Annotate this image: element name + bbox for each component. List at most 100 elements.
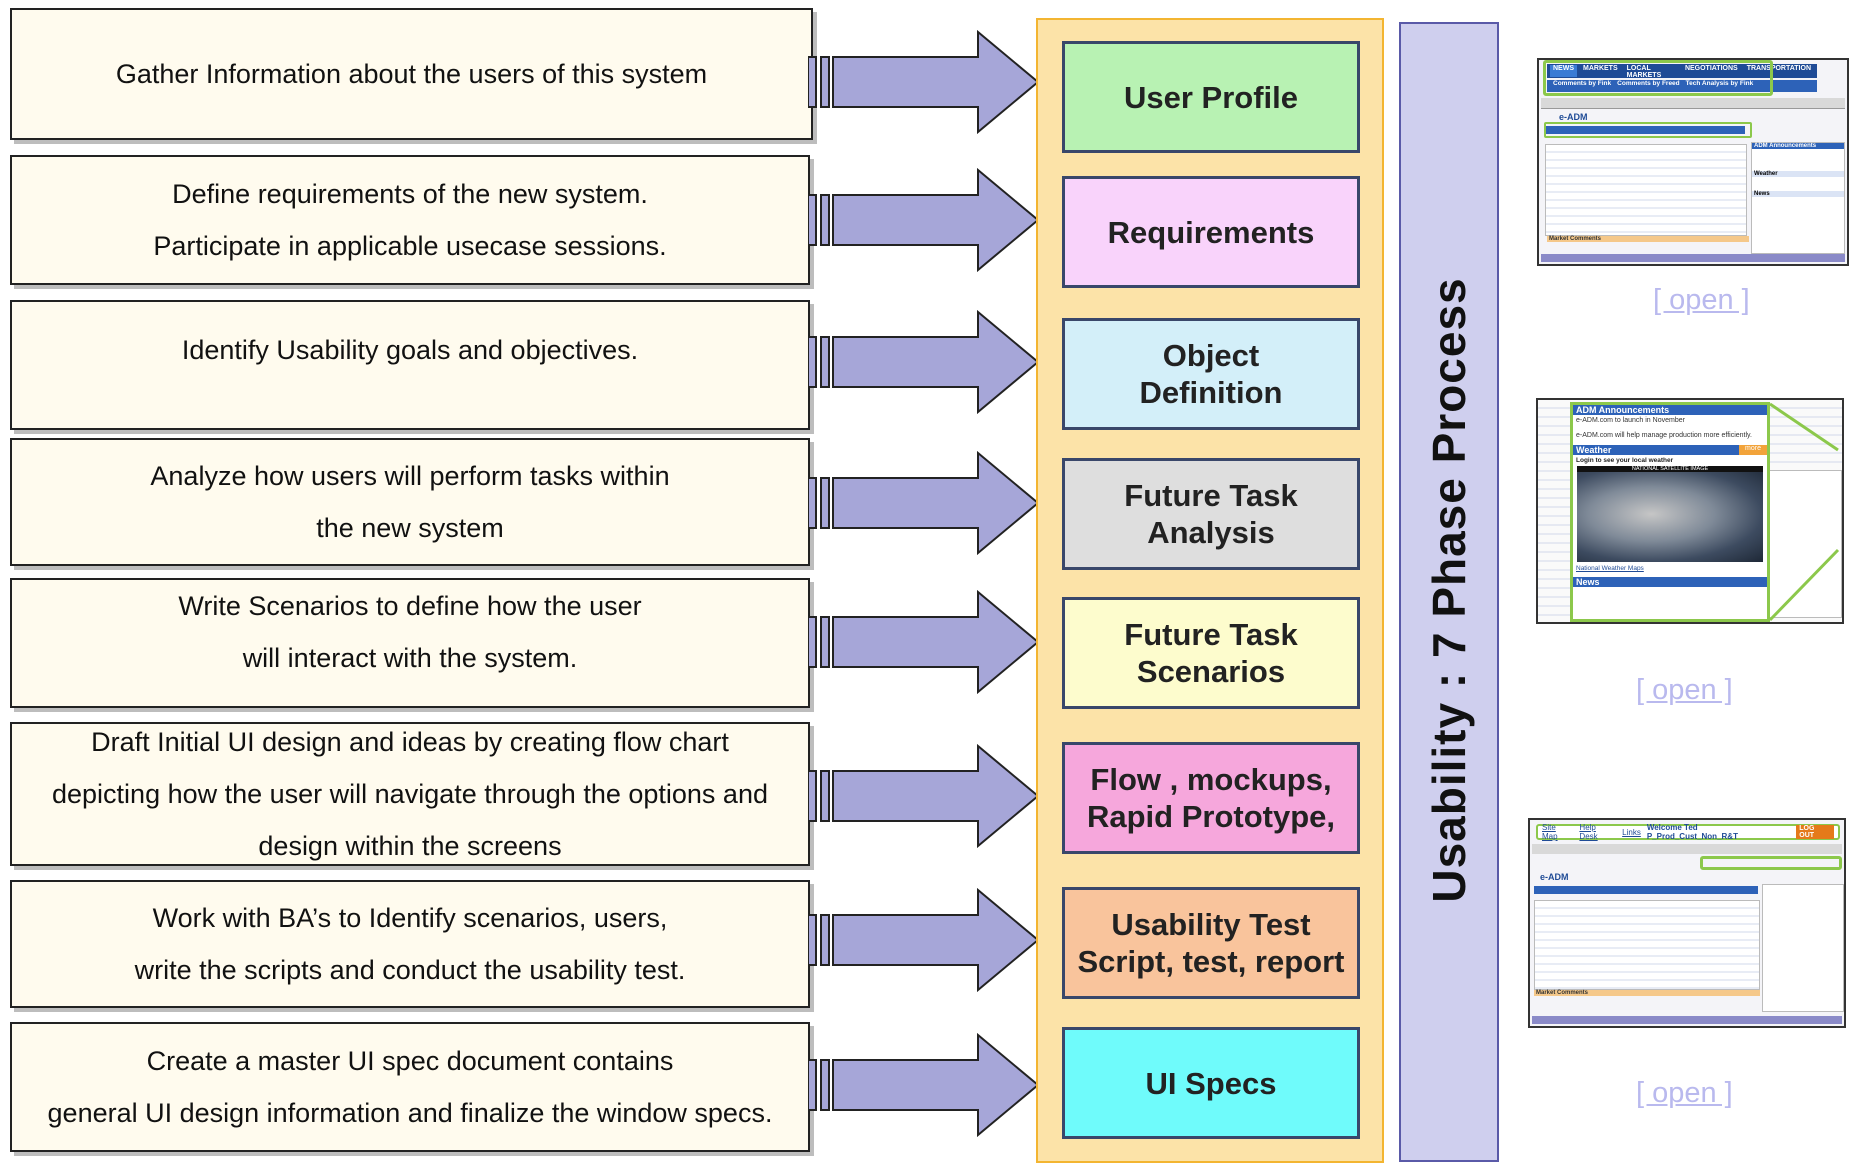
description-line: will interact with the system. [242,643,578,673]
thumb-weather-title: Weather [1576,445,1612,455]
phase-label: Object [1162,338,1260,373]
thumb-news-title: News [1573,577,1767,587]
thumb-table [1534,900,1760,990]
thumb-logo: e-ADM [1559,112,1588,122]
thumb-sidebar-item: News [1752,191,1844,197]
thumb-weather-more: more [1739,445,1767,455]
description-line: Participate in applicable usecase sessio… [153,231,667,261]
phase-label: Definition [1139,375,1283,410]
thumb-logo: e-ADM [1540,872,1569,882]
phase-label: Future Task [1124,617,1298,652]
thumb-right-panel [1764,470,1842,618]
phase-label: Flow , mockups, [1090,762,1332,797]
thumb-subtab: Comments by Freed [1617,80,1680,87]
phase-future-task-analysis: Future Task Analysis [1062,458,1360,570]
step-4-description: Analyze how users will perform tasks wit… [10,438,810,566]
step-5-description: Write Scenarios to define how the user w… [10,578,810,708]
description-line: write the scripts and conduct the usabil… [134,955,686,985]
thumb-tab: LOCAL MARKETS [1626,65,1662,79]
thumb-tab: NEWS [1550,65,1577,77]
thumb-announcement-title: ADM Announcements [1573,405,1767,415]
screenshot-thumbnail-2: ADM Announcements e-ADM.com to launch in… [1536,398,1844,624]
phase-label: Analysis [1147,515,1275,550]
thumb-map-link: National Weather Maps [1576,565,1644,572]
thumb-nav [1545,126,1745,134]
thumb-tab: TRANSPORTATION [1746,65,1811,72]
thumb-link: Site Map [1542,823,1558,841]
step-8-description: Create a master UI spec document contain… [10,1022,810,1152]
thumb-tab-bar: NEWS MARKETS LOCAL MARKETS NEGOTIATIONS … [1547,64,1817,79]
phase-flow-mockups: Flow , mockups, Rapid Prototype, [1062,742,1360,854]
step-3-description: Identify Usability goals and objectives. [10,300,810,430]
thumb-nav [1534,886,1758,894]
process-title: Usability : 7 Phase Process [1423,277,1475,903]
step-6-description: Draft Initial UI design and ideas by cre… [10,722,810,866]
description-line: Write Scenarios to define how the user [178,591,642,621]
open-link-3[interactable]: [ open ] [1636,1077,1733,1109]
description-line: Draft Initial UI design and ideas by cre… [91,727,729,757]
thumb-subtab: Tech Analysis by Fink [1685,80,1754,87]
step-6-arrow [808,744,1040,848]
description-line: the new system [316,513,504,543]
thumb-highlight-2 [1544,122,1752,138]
step-2-description: Define requirements of the new system. P… [10,155,810,285]
thumb-map-caption: NATIONAL SATELLITE IMAGE [1577,466,1763,472]
phase-user-profile: User Profile [1062,41,1360,153]
phase-label: Script, test, report [1077,944,1345,979]
thumb-logout-button: LOG OUT [1796,825,1835,839]
description-line: Define requirements of the new system. [172,179,648,209]
thumb-section: Market Comments [1534,990,1760,996]
thumb-announcement-line: e-ADM.com to launch in November [1576,417,1685,424]
description-line: depicting how the user will navigate thr… [52,779,768,809]
open-link-1[interactable]: [ open ] [1653,284,1750,316]
description-line: Identify Usability goals and objectives. [181,335,639,365]
description-line: Work with BA’s to Identify scenarios, us… [152,903,668,933]
step-7-description: Work with BA’s to Identify scenarios, us… [10,880,810,1008]
phase-label: Scenarios [1136,654,1286,689]
thumb-highlight [1700,856,1842,870]
phase-future-task-scenarios: Future Task Scenarios [1062,597,1360,709]
screenshot-thumbnail-1: NEWS MARKETS LOCAL MARKETS NEGOTIATIONS … [1537,58,1849,266]
phase-label: User Profile [1123,79,1298,115]
thumb-link: Help Desk [1579,823,1598,841]
step-2-arrow [808,168,1040,272]
description-line: Create a master UI spec document contain… [146,1046,674,1076]
thumb-sidebar: ADM Announcements Weather News [1751,142,1845,254]
phase-object-definition: Object Definition [1062,318,1360,430]
phase-label: Rapid Prototype, [1086,799,1335,834]
process-banner [1399,22,1499,1162]
thumb-browser-bar [1532,844,1842,854]
step-4-arrow [808,451,1040,555]
thumb-subtab: Comments by Fink [1553,80,1612,87]
thumb-browser-bar [1541,98,1845,109]
phase-label: Usability Test [1111,907,1311,942]
description-line: design within the screens [258,831,562,861]
thumb-zoom-panel: ADM Announcements e-ADM.com to launch in… [1570,402,1770,622]
step-3-arrow [808,310,1040,414]
step-7-arrow [808,888,1040,992]
thumb-header-bar: Site Map Help Desk Links Welcome Ted P_P… [1536,823,1840,841]
open-link-2[interactable]: [ open ] [1636,674,1733,706]
thumb-footer [1532,1016,1842,1024]
phase-ui-specs: UI Specs [1062,1027,1360,1139]
screenshot-thumbnail-3: Site Map Help Desk Links Welcome Ted P_P… [1528,818,1846,1028]
thumb-footer [1541,254,1845,262]
step-8-arrow [808,1033,1040,1137]
thumb-satellite-map: NATIONAL SATELLITE IMAGE [1577,466,1763,562]
thumb-tab: MARKETS [1583,65,1618,72]
thumb-zoom-connector [1768,402,1840,622]
step-5-arrow [808,590,1040,694]
thumb-sidebar-title: ADM Announcements [1752,143,1844,149]
thumb-tab: NEGOTIATIONS [1684,65,1738,72]
thumb-sidebar-item: Weather [1752,171,1844,177]
description-line: general UI design information and finali… [47,1098,773,1128]
phase-label: Requirements [1107,214,1315,250]
thumb-subtab-bar: Comments by Fink Comments by Freed Tech … [1547,80,1817,92]
thumb-sidebar [1762,884,1844,1012]
phase-label: Future Task [1124,478,1298,513]
thumb-table [1545,144,1747,236]
step-1-description: Gather Information about the users of th… [10,8,813,140]
description-line: Gather Information about the users of th… [115,59,708,89]
description-line: Analyze how users will perform tasks wit… [150,461,670,491]
thumb-announcement-line: e-ADM.com will help manage production mo… [1576,432,1752,439]
